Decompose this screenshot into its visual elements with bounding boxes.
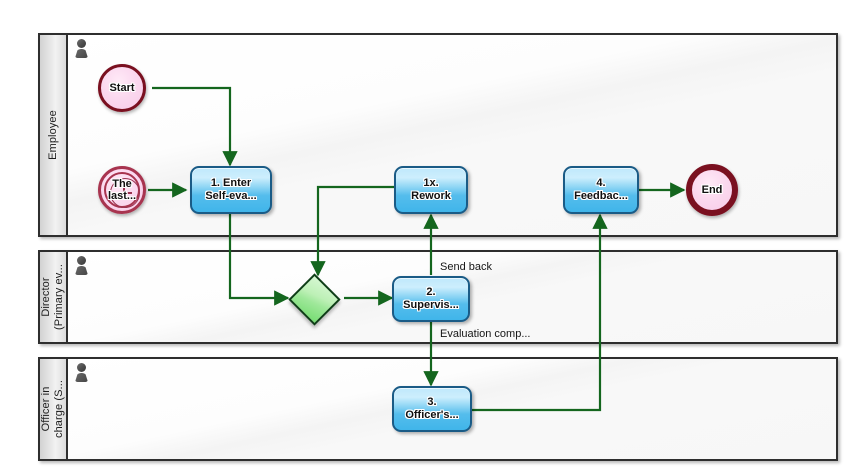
edge-label-send-back: Send back	[440, 261, 492, 273]
task-rework[interactable]: 1x. Rework	[394, 166, 468, 214]
task-3-label-line1: 3.	[427, 396, 437, 408]
timer-event-label-line2: last...	[107, 190, 137, 202]
task-3-officers-evaluation[interactable]: 3. Officer's...	[392, 386, 472, 432]
task-4-feedback[interactable]: 4. Feedbac...	[563, 166, 639, 214]
lane-header-employee[interactable]: Employee	[40, 35, 68, 235]
lane-title-director-line1: Director	[40, 277, 53, 317]
task-4-label-line2: Feedbac...	[574, 190, 628, 202]
timer-event-label: The last...	[108, 178, 136, 202]
task-2-label-line2: Supervis...	[403, 299, 459, 311]
exclusive-gateway[interactable]	[288, 273, 341, 326]
lane-title-director-line2: (Primary ev...	[53, 264, 66, 330]
end-event-label: End	[701, 184, 723, 196]
lane-title-officer-line1: Officer in	[40, 386, 52, 432]
edge-label-evaluation: Evaluation comp...	[440, 328, 531, 340]
task-1-label-line2: Self-eva...	[205, 190, 257, 202]
person-icon	[74, 39, 88, 61]
start-event[interactable]: Start	[98, 64, 146, 112]
lane-header-officer[interactable]: Officer in charge (S...	[40, 359, 68, 459]
task-rework-label-line2: Rework	[411, 190, 451, 202]
task-rework-label-line1: 1x.	[423, 177, 439, 189]
lane-title-officer: Officer in charge (S...	[40, 380, 66, 438]
person-icon	[74, 363, 88, 385]
gateway-diamond	[288, 273, 341, 326]
lane-title-employee: Employee	[47, 110, 59, 160]
task-3-label-line2: Officer's...	[405, 409, 459, 421]
end-event[interactable]: End	[686, 164, 738, 216]
timer-event[interactable]: The last...	[98, 166, 146, 214]
start-event-label: Start	[109, 82, 135, 94]
task-1-enter-self-evaluation[interactable]: 1. Enter Self-eva...	[190, 166, 272, 214]
task-1-label-line1: 1. Enter	[210, 177, 252, 189]
timer-event-label-line1: The	[112, 178, 132, 190]
lane-title-officer-line2: charge (S...	[53, 379, 65, 439]
task-2-supervisor-evaluation[interactable]: 2. Supervis...	[392, 276, 470, 322]
task-4-label-line1: 4.	[596, 177, 606, 189]
lane-title-director: Director (Primary ev...	[40, 264, 66, 330]
lane-header-director[interactable]: Director (Primary ev...	[40, 252, 68, 342]
person-icon	[74, 256, 88, 278]
task-2-label-line1: 2.	[426, 286, 436, 298]
